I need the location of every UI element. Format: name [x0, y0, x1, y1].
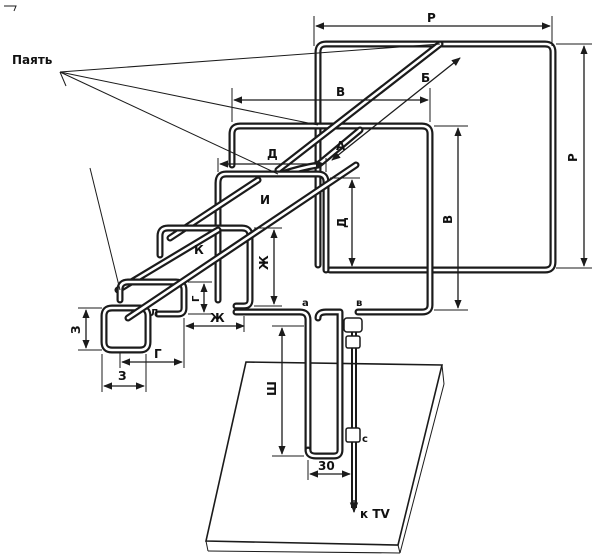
dim-label-30: 30: [318, 459, 335, 473]
point-label-v: в: [356, 298, 362, 309]
dim-label-z-left: З: [69, 325, 83, 334]
output-tv-label: к TV: [360, 507, 391, 521]
dim-label-b-diag: Б: [421, 71, 430, 85]
point-label-a: а: [302, 298, 309, 309]
dim-label-p-top: Р: [427, 11, 436, 25]
dim-label-d-side: Д: [335, 217, 349, 228]
dim-label-i-diag: И: [260, 193, 270, 207]
dim-label-l-diag: Л: [150, 308, 158, 319]
dim-label-d-top: Д: [267, 147, 278, 161]
dim-label-z-bottom: З: [118, 369, 127, 383]
dim-label-b-upper: В: [336, 85, 345, 99]
dim-label-a-diag: А: [336, 139, 346, 153]
corner-mark: [4, 5, 17, 12]
dim-label-zh-side: Ж: [257, 255, 271, 270]
dim-label-b-right: В: [441, 215, 455, 224]
dim-label-zh-bottom: Ж: [210, 311, 225, 325]
dim-label-g-side: Г: [191, 295, 202, 302]
point-label-c: с: [362, 434, 368, 445]
solder-leaders: [59, 43, 441, 291]
dim-label-g-bottom: Г: [154, 347, 162, 361]
dimension-lines: [78, 16, 592, 480]
dim-label-p-right: Р: [566, 153, 580, 162]
dim-label-k-diag: К: [194, 243, 204, 257]
dim-label-sh-side: Ш: [265, 381, 279, 396]
solder-label: Паять: [12, 53, 53, 67]
